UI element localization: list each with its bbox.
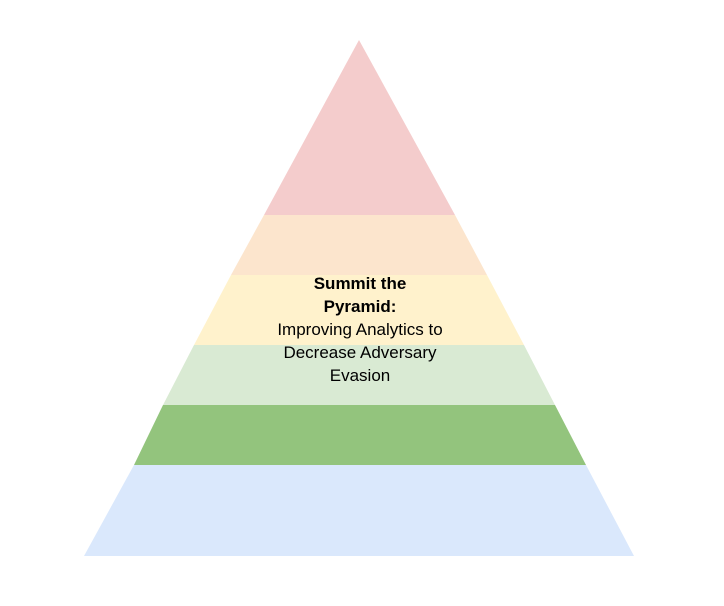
pyramid-tier-1 [264,40,455,215]
pyramid-tier-5 [134,405,586,465]
pyramid-tier-2 [231,215,487,275]
pyramid-title: Summit the Pyramid: Improving Analytics … [258,272,462,387]
pyramid-tier-6 [84,465,634,556]
pyramid-tier-4 [163,345,555,405]
pyramid-tier-3 [194,275,524,345]
pyramid-title-bold: Summit the Pyramid: [313,274,407,316]
pyramid-title-subtitle: Improving Analytics to Decrease Adversar… [277,320,443,385]
